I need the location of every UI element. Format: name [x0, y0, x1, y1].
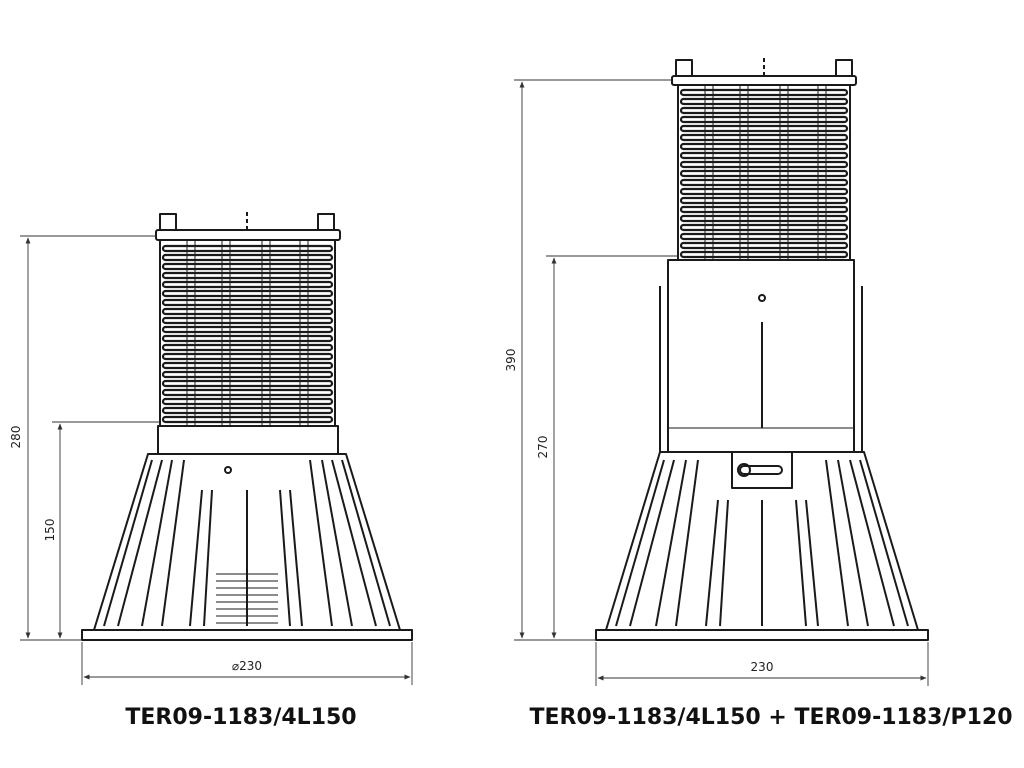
thread-rib: [679, 151, 849, 160]
thread-rib: [161, 370, 334, 379]
right-dimensions: [514, 79, 929, 686]
thread-rib: [161, 253, 334, 262]
thread-rib: [161, 244, 334, 253]
thread-rib: [679, 214, 849, 223]
right-dim-base-height: 270: [536, 436, 550, 459]
thread-rib: [679, 178, 849, 187]
thread-rib: [161, 406, 334, 415]
thread-rib: [161, 271, 334, 280]
thread-rib: [679, 124, 849, 133]
thread-rib: [679, 232, 849, 241]
thread-rib: [161, 379, 334, 388]
thread-rib: [679, 205, 849, 214]
left-caption: TER09-1183/4L150: [125, 705, 356, 730]
thread-rib: [679, 223, 849, 232]
left-threaded-column: [159, 239, 336, 427]
thread-rib: [161, 397, 334, 406]
thread-rib: [679, 115, 849, 124]
thread-rib: [679, 133, 849, 142]
right-head-plate: [671, 58, 857, 86]
thread-rib: [161, 388, 334, 397]
thread-rib: [679, 196, 849, 205]
thread-rib: [161, 280, 334, 289]
left-dim-total-height: 280: [9, 426, 23, 449]
thread-rib: [161, 289, 334, 298]
thread-rib: [161, 352, 334, 361]
thread-rib: [161, 361, 334, 370]
right-extension: [659, 259, 863, 453]
right-dim-width: 230: [751, 660, 774, 674]
right-pedestal: 390 270 230 TER09-1183/4L150 + TER09-118…: [504, 58, 1013, 730]
thread-rib: [161, 262, 334, 271]
left-head-plate: [155, 212, 341, 241]
thread-rib: [679, 88, 849, 97]
thread-rib: [161, 325, 334, 334]
left-pedestal: 280 150 ⌀230 TER09-1183/4L150: [9, 212, 413, 730]
thread-rib: [161, 334, 334, 343]
thread-rib: [161, 316, 334, 325]
thread-rib: [161, 307, 334, 316]
thread-rib: [679, 241, 849, 250]
right-dim-total-height: 390: [504, 349, 518, 372]
thread-rib: [161, 415, 334, 424]
thread-rib: [679, 187, 849, 196]
thread-rib: [679, 250, 849, 259]
thread-rib: [679, 97, 849, 106]
thread-rib: [679, 106, 849, 115]
thread-rib: [679, 169, 849, 178]
right-caption: TER09-1183/4L150 + TER09-1183/P120: [529, 705, 1012, 730]
thread-rib: [679, 160, 849, 169]
left-dim-width: ⌀230: [232, 659, 262, 673]
right-base: [595, 451, 929, 641]
thread-rib: [679, 142, 849, 151]
right-threaded-column: [677, 84, 851, 261]
left-dim-base-height: 150: [43, 519, 57, 542]
left-base: [81, 425, 413, 641]
thread-rib: [161, 298, 334, 307]
thread-rib: [161, 343, 334, 352]
left-dimensions: [20, 235, 413, 685]
